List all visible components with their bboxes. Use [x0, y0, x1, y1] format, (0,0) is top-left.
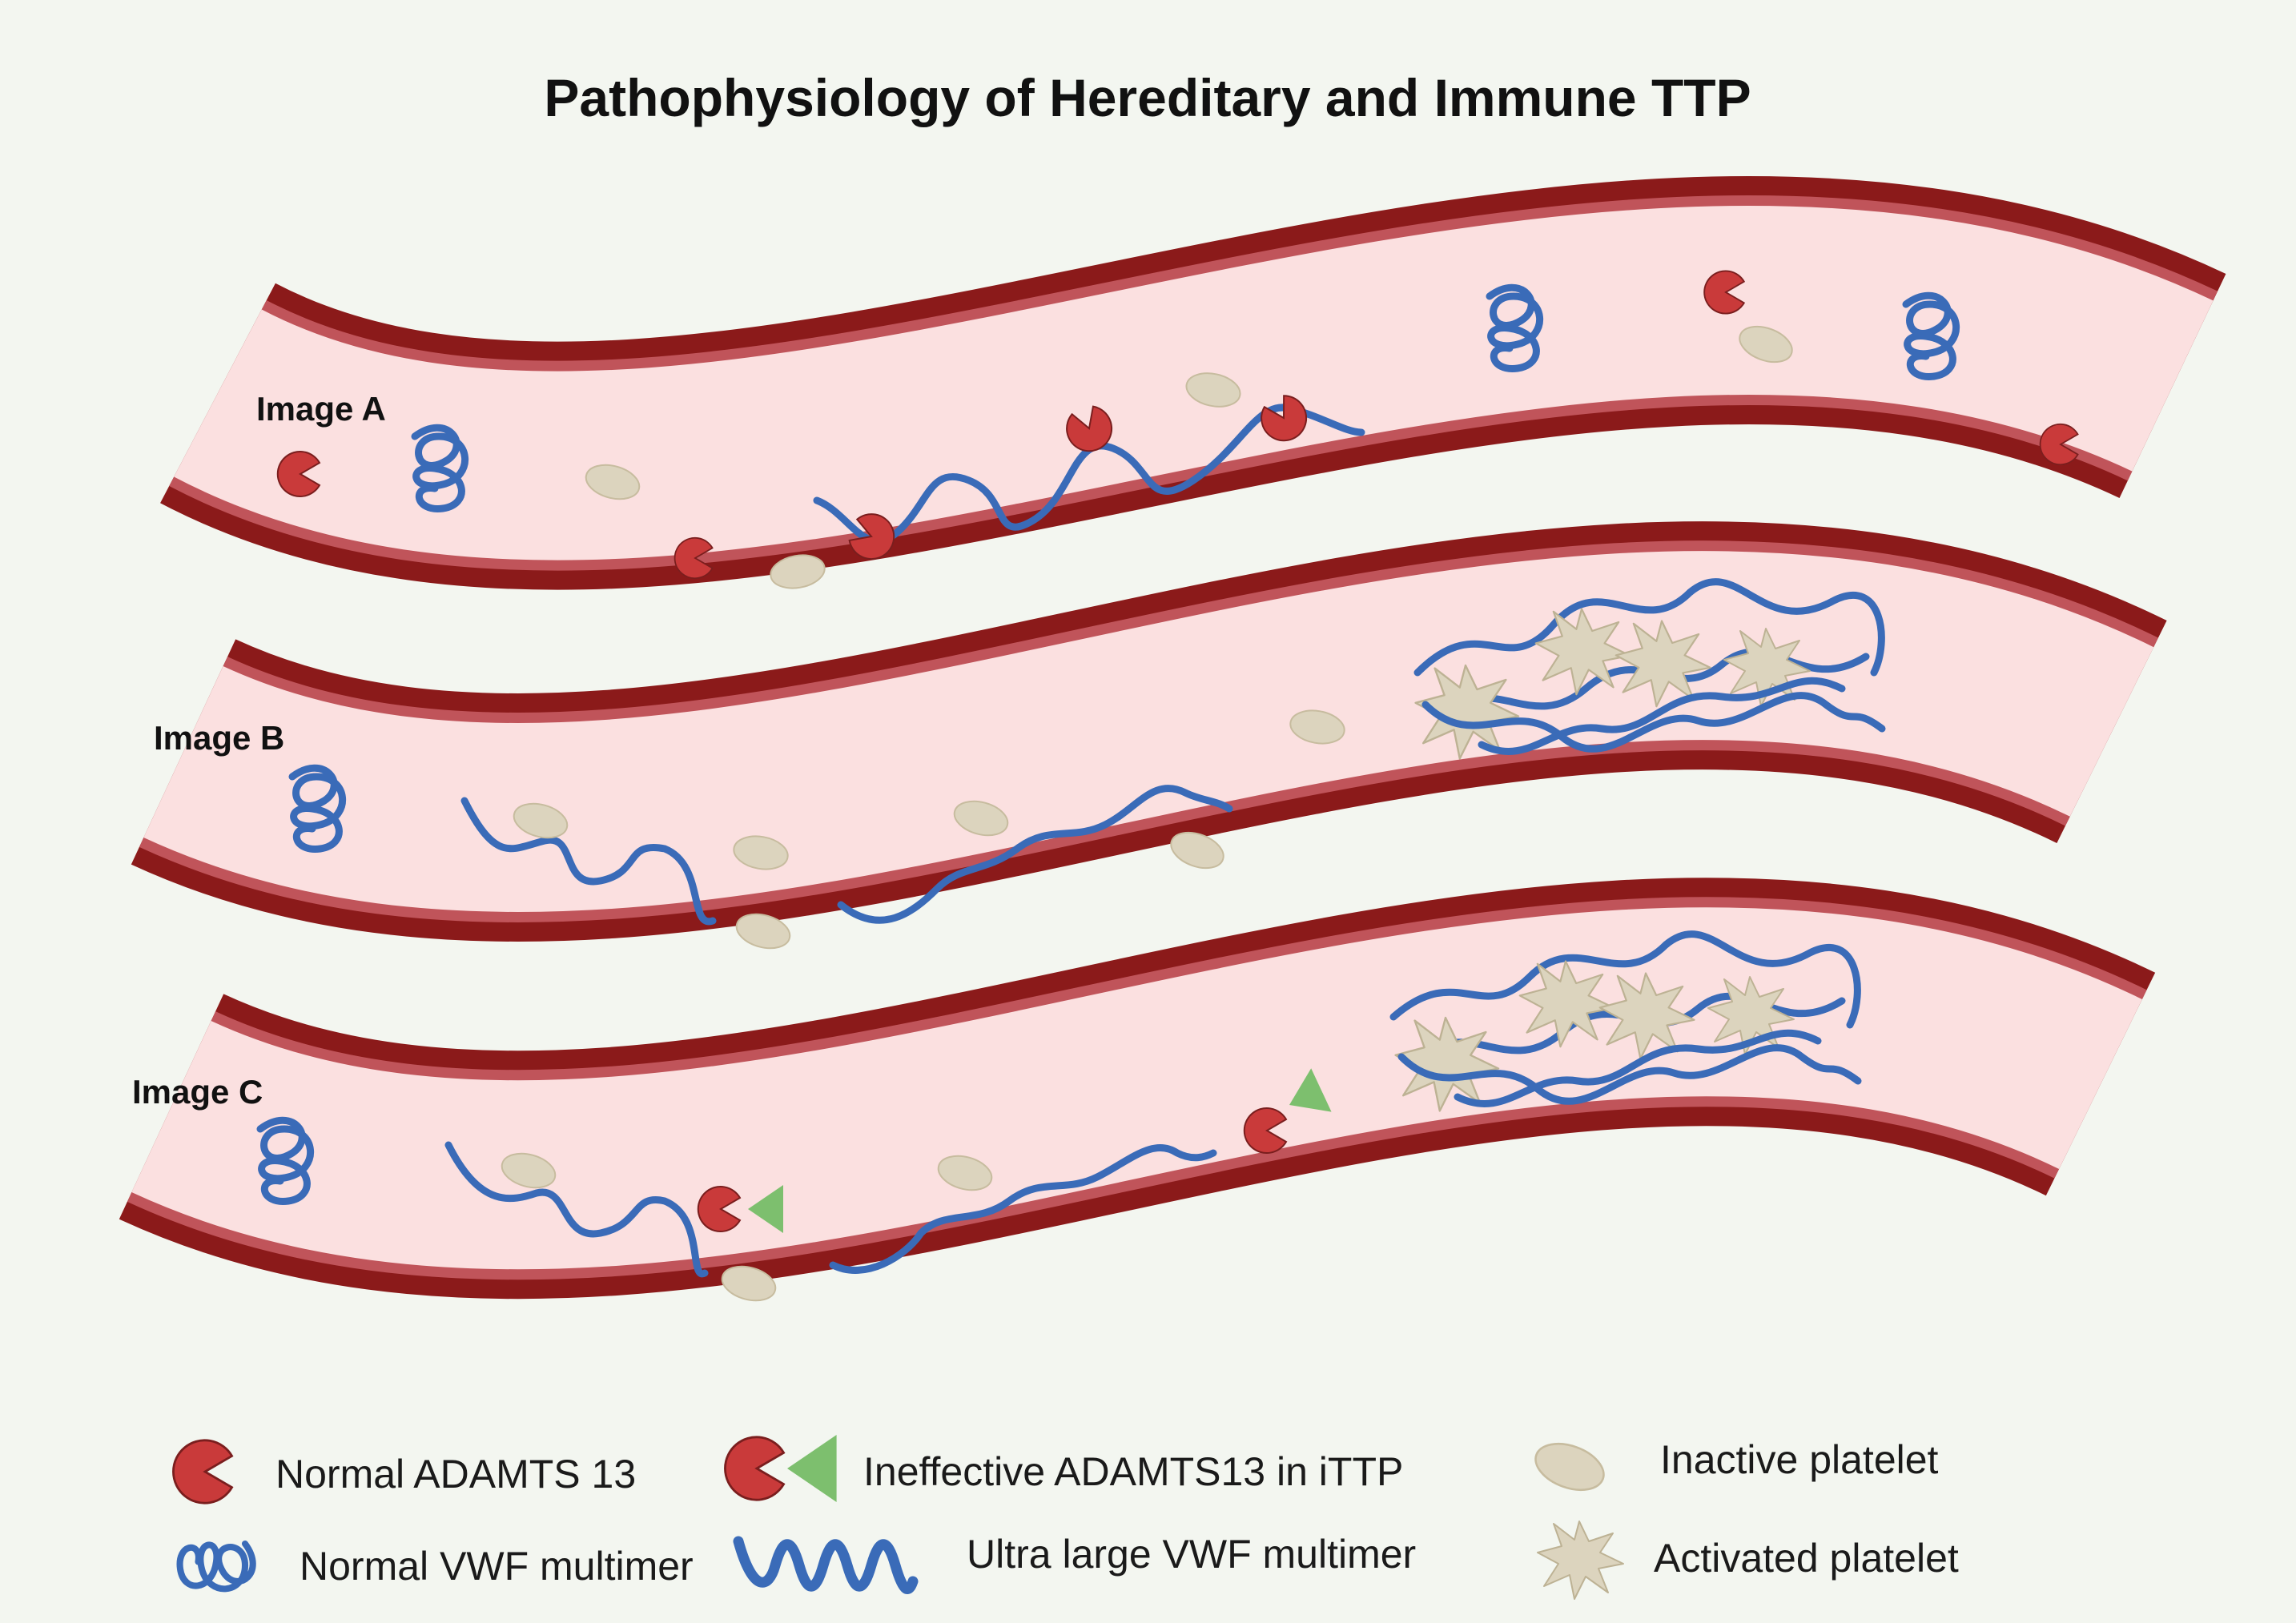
ultra-large-vwf: [837, 785, 1233, 924]
legend-normal-adamts13: Normal ADAMTS 13: [172, 1439, 636, 1504]
legend-inactive-platelet: Inactive platelet: [1528, 1434, 1939, 1500]
legend-activated-platelet: Activated platelet: [1537, 1521, 1959, 1600]
ultra-large-vwf: [460, 797, 717, 926]
vessel-c: [119, 878, 2155, 1300]
legend-ineffective-adamts13: Ineffective ADAMTS13 in iTTP: [724, 1435, 1403, 1502]
thrombus-c: [1389, 930, 1862, 1112]
vessel-b-contents: [292, 578, 1886, 955]
legend-normal-vwf-label: Normal VWF multimer: [300, 1544, 694, 1589]
ultra-large-vwf: [444, 1141, 709, 1278]
legend-activated-platelet-label: Activated platelet: [1654, 1536, 1959, 1581]
vessel-c-contents: [260, 930, 1862, 1308]
vessel-a-contents: [276, 270, 2079, 593]
vessel-a: [160, 176, 2226, 590]
panel-label-c: Image C: [132, 1073, 263, 1111]
legend-inactive-platelet-label: Inactive platelet: [1660, 1437, 1939, 1482]
vessel-b: [131, 521, 2167, 942]
panel-label-a: Image A: [256, 390, 386, 428]
ultra-large-vwf-icon: [733, 1536, 919, 1594]
legend-ineffective-adamts13-label: Ineffective ADAMTS13 in iTTP: [863, 1449, 1403, 1494]
diagram-title: Pathophysiology of Hereditary and Immune…: [544, 68, 1751, 127]
legend-normal-adamts13-label: Normal ADAMTS 13: [275, 1452, 636, 1496]
legend-ultra-large-vwf: Ultra large VWF multimer: [733, 1532, 1416, 1594]
legend-normal-vwf: Normal VWF multimer: [180, 1544, 694, 1589]
panel-label-b: Image B: [154, 719, 284, 757]
legend-ultra-large-vwf-label: Ultra large VWF multimer: [967, 1532, 1416, 1577]
thrombus-b: [1413, 578, 1886, 760]
ultra-large-vwf: [829, 1143, 1217, 1274]
legend: Normal ADAMTS 13 Ineffective ADAMTS13 in…: [172, 1434, 1959, 1600]
